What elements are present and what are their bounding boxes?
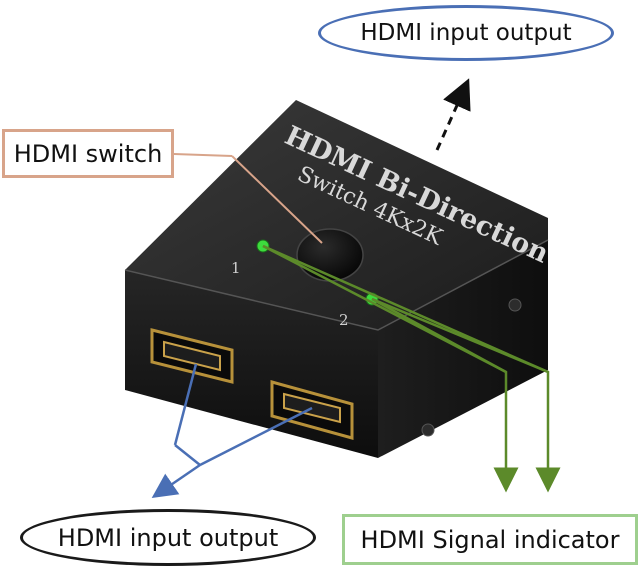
top-port-arrow xyxy=(435,78,471,151)
led2-number: 2 xyxy=(339,311,349,329)
port-arrows-blue xyxy=(151,363,313,499)
led1-number: 1 xyxy=(231,259,241,277)
device-top-face xyxy=(125,100,548,330)
switch-callout: HDMI switch xyxy=(2,129,174,178)
top-port-callout: HDMI input output xyxy=(318,5,614,61)
top-port-callout-text: HDMI input output xyxy=(360,20,572,46)
bottom-ports-callout-text: HDMI input output xyxy=(57,523,279,552)
led-arrows-green xyxy=(262,244,561,493)
signal-indicator-callout: HDMI Signal indicator xyxy=(342,514,638,565)
side-screw-icon xyxy=(508,298,522,312)
side-screw-icon xyxy=(421,423,435,437)
switch-callout-text: HDMI switch xyxy=(13,139,163,168)
signal-indicator-callout-text: HDMI Signal indicator xyxy=(360,525,620,554)
bottom-ports-callout: HDMI input output xyxy=(20,509,316,566)
hdmi-port-left xyxy=(150,328,234,384)
switch-button[interactable] xyxy=(296,228,364,282)
switch-pointer-line xyxy=(173,153,323,244)
